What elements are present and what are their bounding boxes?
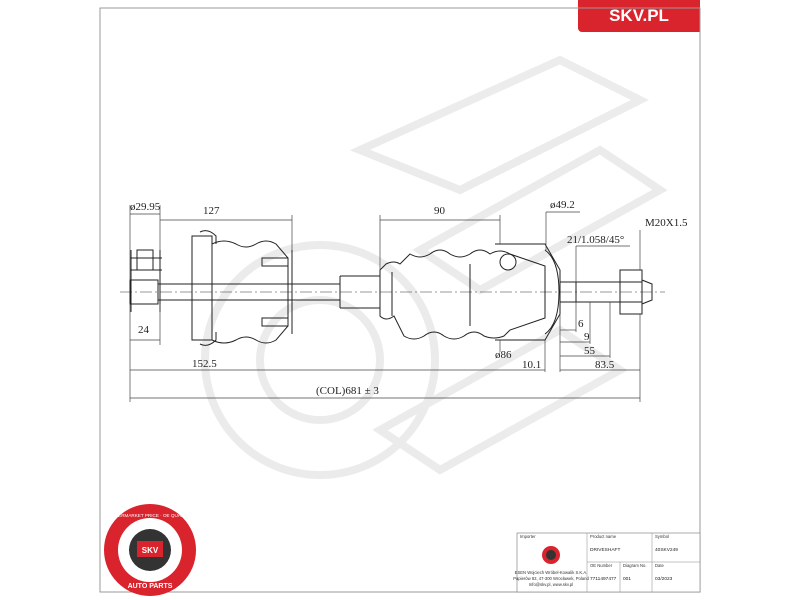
- quality-stamp: SKV AFTERMARKET PRICE · OE QUALITY AUTO …: [104, 504, 196, 596]
- dim-152-5: 152.5: [192, 358, 217, 370]
- tb-oe-number: 7711497477: [590, 576, 617, 582]
- driveshaft: [129, 230, 653, 346]
- stamp-outer-text: AFTERMARKET PRICE · OE QUALITY: [109, 513, 190, 518]
- dim-90: 90: [434, 205, 446, 217]
- dim-10-1: 10.1: [522, 359, 541, 371]
- title-block: Importer Product name Symbol DRIVESHAFT …: [513, 532, 701, 593]
- watermark: [201, 55, 668, 479]
- dim-phi-86: ø86: [495, 349, 512, 361]
- stamp-bottom-text: AUTO PARTS: [128, 583, 173, 590]
- tb-date: 03/2023: [655, 576, 673, 582]
- dim-9: 9: [584, 331, 590, 343]
- dim-phi-29-95: ø29.95: [130, 201, 161, 213]
- tb-h-importer: Importer: [520, 534, 536, 539]
- tb-importer-line-2: Papierów 83, 47-300 Wrocławek, Poland: [513, 576, 589, 581]
- stamp-center-text: SKV: [142, 546, 159, 555]
- dim-83-5: 83.5: [595, 359, 615, 371]
- dim-127: 127: [203, 205, 220, 217]
- drawing-frame: [99, 7, 701, 593]
- dim-55: 55: [584, 345, 596, 357]
- tb-importer-line-1: ESEN Wojciech Wróbel-Kowalik S.K.A.: [515, 570, 588, 575]
- tb-h-symbol: Symbol: [655, 534, 669, 539]
- dim-24: 24: [138, 324, 150, 336]
- dim-spline: 21/1.058/45°: [567, 234, 624, 246]
- tb-h-oe-number: OE Number: [590, 563, 613, 568]
- tb-product-name: DRIVESHAFT: [590, 547, 620, 553]
- brand-logo: SKV.PL: [578, 0, 700, 32]
- dimension-labels: ø29.95 127 90 ø49.2 M20X1.5 21/1.058/45°…: [130, 199, 688, 397]
- dim-m20: M20X1.5: [645, 217, 688, 229]
- tb-h-date: Date: [655, 563, 665, 568]
- tb-h-product-name: Product name: [590, 534, 617, 539]
- dimension-lines: [129, 205, 641, 402]
- dim-phi-49-2: ø49.2: [550, 199, 575, 211]
- tb-symbol: 40SKV249: [655, 547, 678, 553]
- tb-h-diagram-no: Diagram No.: [623, 563, 647, 568]
- tb-diagram-no: 001: [623, 576, 631, 582]
- tb-importer-line-3: Info@skv.pl, www.skv.pl: [529, 582, 573, 587]
- dim-total-length: (COL)681 ± 3: [316, 385, 379, 397]
- dim-6: 6: [578, 318, 584, 330]
